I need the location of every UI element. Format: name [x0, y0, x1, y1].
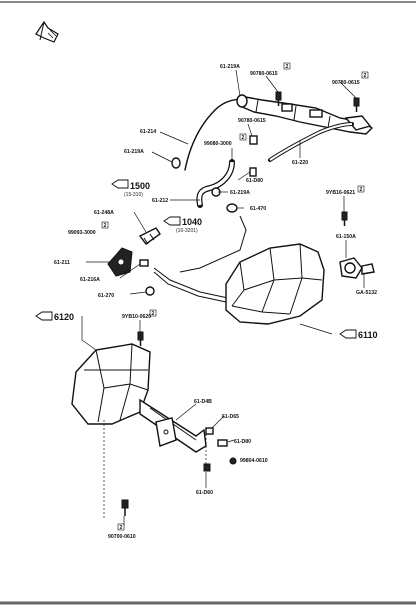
clip-61-d65-icon: [205, 427, 214, 435]
bolt-90780-a-icon: [275, 91, 282, 106]
label-1500-ref: (15-310): [124, 192, 143, 198]
filler-neck-assembly: [236, 94, 374, 135]
label-61-150a: 61-150A: [336, 234, 356, 240]
label-61-214: 61-214: [140, 129, 156, 135]
label-61-d65: 61-D65: [222, 414, 239, 420]
grommet-61-270-icon: [145, 286, 155, 296]
label-90780-b: 90780-0615: [332, 80, 360, 86]
clip-61-219a-mid-icon: [171, 157, 181, 169]
qty-box-9yb16: [357, 185, 365, 193]
reference-arrow-icon: [35, 179, 357, 339]
bracket-arm-61-d4b: [139, 398, 207, 453]
hose-61-212: [196, 159, 235, 208]
qty-top: 2: [286, 64, 289, 70]
label-9yb10: 9YB10-0620: [122, 314, 151, 320]
vapor-line: [153, 267, 237, 303]
clip-61-d80-icon: [249, 167, 257, 177]
label-61-470: 61-470: [250, 206, 266, 212]
qty-box-9yb10: [149, 309, 157, 317]
label-61-216a: 61-216A: [80, 277, 100, 283]
label-99804: 99804-0610: [240, 458, 268, 464]
label-61-220: 61-220: [292, 160, 308, 166]
label-61-212: 61-212: [152, 198, 168, 204]
valve-61-248a: [138, 227, 161, 245]
label-61-219a-top: 61-219A: [220, 64, 240, 70]
label-61-219a-left: 61-219A: [124, 149, 144, 155]
front-direction-arrow-icon: [35, 20, 59, 43]
clip-61-d80b-icon: [217, 439, 228, 447]
label-61-d80b: 61-D80: [234, 439, 251, 445]
label-1040: 1040: [182, 217, 202, 227]
qty-box-99080: [239, 133, 247, 141]
qty-box-mid: [361, 71, 369, 79]
label-61-d80: 61-D80: [246, 178, 263, 184]
label-61-248a: 61-248A: [94, 210, 114, 216]
bolt-9yb10-icon: [137, 331, 144, 346]
qty-box-99093: [101, 221, 109, 229]
label-61-270: 61-270: [98, 293, 114, 299]
label-61-d4b: 61-D4B: [194, 399, 212, 405]
label-99080: 99080-3000: [204, 141, 232, 147]
bolt-99804-icon: [229, 457, 237, 465]
label-61-211: 61-211: [54, 260, 70, 266]
grommet-61-470-icon: [226, 203, 238, 213]
bolt-90700-icon: [121, 499, 129, 516]
clip-61-216a-icon: [139, 259, 149, 267]
bolt-9yb16-icon: [341, 211, 348, 226]
label-6110: 6110: [358, 330, 378, 340]
bracket-61-211: [107, 247, 133, 277]
valve-61-150a: [339, 257, 375, 279]
label-6120: 6120: [54, 312, 74, 322]
clip-90780-c-icon: [249, 135, 258, 145]
clip-61-d60-icon: [203, 463, 211, 472]
heat-shield-6120: [71, 343, 151, 425]
qty-99093: 2: [104, 223, 107, 229]
label-61-219a-mid: 61-219A: [230, 190, 250, 196]
label-99093: 99093-3000: [68, 230, 96, 236]
label-90700: 90700-0610: [108, 534, 136, 540]
label-61-d60: 61-D60: [196, 490, 213, 496]
qty-box-90700: [117, 523, 125, 531]
canister-6110: [225, 243, 325, 325]
label-9yb16: 9YB16-0621: [326, 190, 355, 196]
label-90780-c: 90780-0615: [238, 118, 266, 124]
label-1040-ref: (10-3201): [176, 228, 198, 234]
label-1500: 1500: [130, 181, 150, 191]
label-ga-5132: GA-5132: [356, 290, 377, 296]
qty-99080: 2: [242, 135, 245, 141]
label-90780-a: 90780-0615: [250, 71, 278, 77]
qty-9yb16: 2: [360, 187, 363, 193]
qty-9yb10: 2: [152, 311, 155, 317]
bolt-90780-b-icon: [353, 97, 360, 112]
qty-90700: 2: [120, 525, 123, 531]
qty-box-top: [283, 62, 291, 70]
qty-mid: 2: [364, 73, 367, 79]
